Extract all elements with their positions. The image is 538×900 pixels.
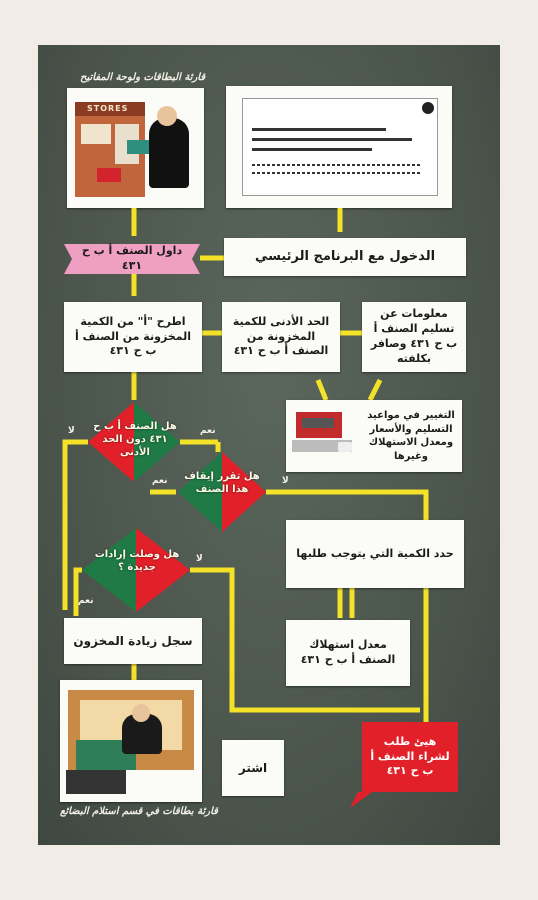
terminal-picture xyxy=(292,410,356,460)
decision-d2-text: هل تقرر إيقاف هذا الصنف xyxy=(184,471,260,495)
caption-card-reader-keyboard: قارئة البطاقات ولوحة المفاتيح xyxy=(80,72,206,83)
delivery-info-box: معلومات عن تسليم الصنف أ ب ح ٤٣١ وصافر ب… xyxy=(362,302,466,372)
min-level-box: الحد الأدنى للكمية المخزونة من الصنف أ ب… xyxy=(222,302,340,372)
label-d3-yes: نعم xyxy=(78,596,94,606)
prepare-order-box: هيئ طلب لشراء الصنف أ ب ح ٤٣١ xyxy=(362,722,458,792)
stores-sign: STORES xyxy=(87,104,129,113)
label-d2-yes: نعم xyxy=(152,476,168,486)
enter-item-tag xyxy=(64,244,200,274)
subtract-box: اطرح "أ" من الكمية المخزونة من الصنف أ ب… xyxy=(64,302,202,372)
changes-box: التغيير في مواعيد التسليم والأسعار ومعدل… xyxy=(286,400,462,472)
record-increase-box: سجل زيادة المخزون xyxy=(64,618,202,664)
subtract-text: اطرح "أ" من الكمية المخزونة من الصنف أ ب… xyxy=(75,314,191,358)
consumption-text: معدل استهلاك الصنف أ ب ح ٤٣١ xyxy=(300,638,396,666)
decision-d2-shape xyxy=(178,452,266,532)
prepare-order-tag xyxy=(350,722,458,808)
arrow-d2-no xyxy=(266,489,429,722)
record-increase-text: سجل زيادة المخزون xyxy=(73,633,193,648)
enter-item-text: داول الصنف أ ب ح ٤٣١ xyxy=(81,244,183,272)
label-d2-no: لا xyxy=(282,476,289,486)
receiving-picture xyxy=(60,680,202,802)
arrow-d1-no xyxy=(62,439,88,610)
caption-receiving-card-reader: قارئة بطاقات في قسم استلام البضائع xyxy=(60,806,218,817)
min-level-text: الحد الأدنى للكمية المخزونة من الصنف أ ب… xyxy=(232,314,330,358)
determine-qty-text: حدد الكمية التي يتوجب طلبها xyxy=(296,546,454,560)
arrow-changes-up-1 xyxy=(315,379,329,401)
label-d1-no: لا xyxy=(68,426,75,436)
decision-d3-shape xyxy=(82,528,190,612)
label-d3-no: لا xyxy=(196,554,203,564)
decision-d1-shape xyxy=(88,402,180,482)
label-d1-yes: نعم xyxy=(200,426,216,436)
purchase-box: اشتر xyxy=(222,740,284,796)
consumption-box: معدل استهلاك الصنف أ ب ح ٤٣١ xyxy=(286,620,410,686)
arrow-d3-no xyxy=(190,567,238,713)
delivery-info-text: معلومات عن تسليم الصنف أ ب ح ٤٣١ وصافر ب… xyxy=(370,307,458,365)
report-picture xyxy=(226,86,452,208)
main-program-box: الدخول مع البرنامج الرئيسي xyxy=(224,238,466,276)
decision-d3-text: هل وصلت إرادات جديدة ؟ xyxy=(94,549,180,573)
stores-picture: STORES xyxy=(67,88,204,208)
arrow-changes-up-2 xyxy=(367,378,383,402)
logo-icon xyxy=(422,102,434,114)
decision-d1-text: هل الصنف أ ب ح ٤٣١ دون الحد الأدنى xyxy=(93,421,177,458)
prepare-order-text: هيئ طلب لشراء الصنف أ ب ح ٤٣١ xyxy=(370,734,450,778)
determine-qty-box: حدد الكمية التي يتوجب طلبها xyxy=(286,520,464,588)
arrow-d3-yes xyxy=(73,567,82,616)
main-program-text: الدخول مع البرنامج الرئيسي xyxy=(254,249,436,265)
changes-text: التغيير في مواعيد التسليم والأسعار ومعدل… xyxy=(367,410,455,462)
enter-item-box: داول الصنف أ ب ح ٤٣١ xyxy=(64,244,200,274)
purchase-text: اشتر xyxy=(238,760,268,775)
